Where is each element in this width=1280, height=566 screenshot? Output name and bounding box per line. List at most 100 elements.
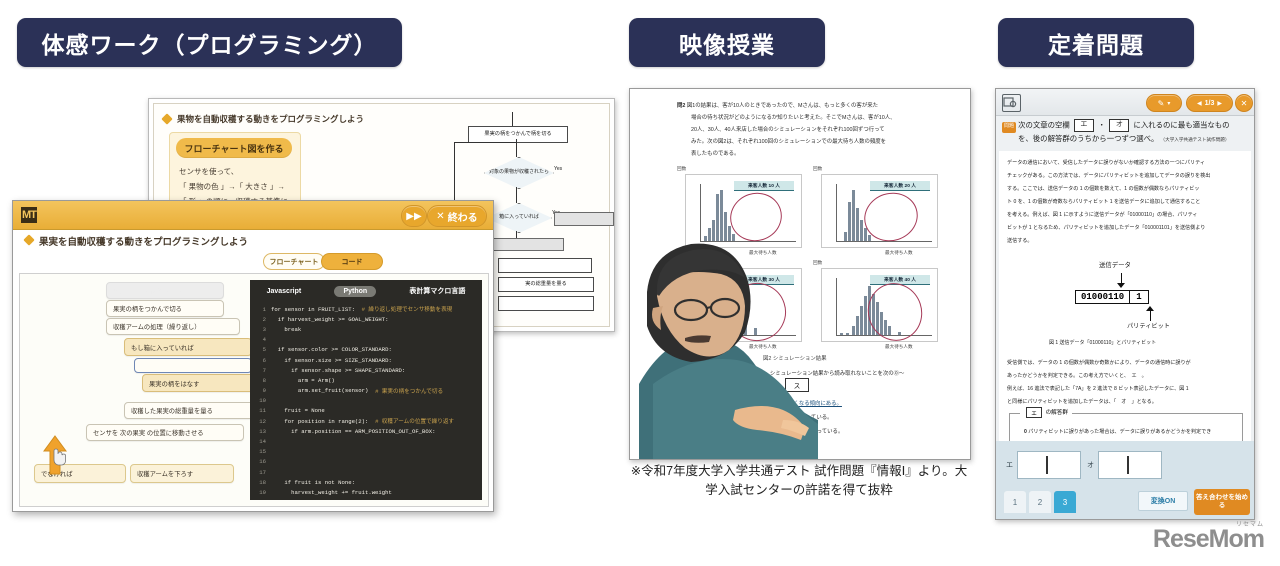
answer-field-e-input[interactable] <box>1017 451 1081 479</box>
video-lesson-panel[interactable]: 問2 図1の結果は、客が10人のときであったので、Mさんは、もっと多くの客が来た… <box>629 88 971 460</box>
answer-page-tab-1[interactable]: 1 <box>1004 491 1026 513</box>
code-line: 2 if harvest_weight >= GOAL_WEIGHT: <box>250 314 482 324</box>
chart-3: 来客人数 40 人 <box>821 268 938 348</box>
answer-page-tab-3[interactable]: 3 <box>1054 491 1076 513</box>
code-line: 11 fruit = None <box>250 406 482 416</box>
block-item[interactable]: 果実の柄をはなす <box>142 374 260 392</box>
answer-option-0-no: 0 <box>1024 429 1027 435</box>
drill-toolbar: ✎ ▾ ◀ 1/3 ▶ ✕ <box>996 89 1254 116</box>
close-icon: ✕ <box>436 210 445 222</box>
drill-question-line-1: を、後の解答群のうちから一つずつ選べ。 （大学入学共通テスト試作問題） <box>1002 133 1248 144</box>
next-page-icon[interactable]: ▶ <box>1217 100 1222 107</box>
code-line-text: fruit = None <box>271 407 325 415</box>
code-line-number: 19 <box>259 488 266 496</box>
code-line-text: harvest_weight += fruit.weight <box>271 488 392 496</box>
code-line-text: if arm.position == ARM_POSITION_OUT_OF_B… <box>271 427 436 435</box>
fast-forward-button[interactable]: ▶▶ <box>401 205 427 227</box>
chart-bar <box>884 320 887 336</box>
prev-page-icon[interactable]: ◀ <box>1197 100 1202 107</box>
lang-tab-javascript[interactable]: Javascript <box>266 287 302 295</box>
chart-1: 来客人数 20 人 <box>821 174 938 249</box>
code-line-number: 11 <box>259 407 266 415</box>
flow-connector <box>454 142 455 212</box>
code-line-number: 9 <box>262 387 266 395</box>
drill-question-text-3: を、後の解答群のうちから一つずつ選べ。 <box>1018 133 1159 143</box>
code-line-text: if sensor.color >= COLOR_STANDARD: <box>271 346 392 354</box>
chart-1-xlabel: 最大待ち人数 <box>885 250 913 255</box>
work-lesson-line-0: センサを使って、 <box>179 167 239 176</box>
pen-tool-button[interactable]: ✎ ▾ <box>1146 94 1182 112</box>
work-window-toolbar: MT ▶▶ ✕ 終わる <box>13 201 493 230</box>
drill-body-line-3: ト 0 を、1 の個数が奇数ならパリティビット 1 を送信データに追加して通信す… <box>1007 199 1201 205</box>
answer-option-0[interactable]: 0 パリティビットに誤りがあった場合は、データに誤りがあるかどうかを判定でき <box>1024 428 1211 436</box>
code-line-number: 17 <box>259 468 266 476</box>
drill-question-text-2: に入れるのに最も適当なもの <box>1133 120 1230 130</box>
chart-0-xlabel: 最大待ち人数 <box>749 250 777 255</box>
chart-bar <box>720 190 723 242</box>
work-app-window[interactable]: MT ▶▶ ✕ 終わる 果実を自動収穫する動きをプログラミングしよう フローチャ… <box>12 200 494 512</box>
work-app-logo: MT <box>21 207 37 223</box>
header-badge-video: 映像授業 <box>629 18 825 67</box>
video-question-number: 問2 <box>677 103 686 109</box>
chart-x-axis <box>700 241 796 242</box>
code-line-number: 6 <box>262 356 266 364</box>
close-button[interactable]: ✕ <box>1235 94 1253 112</box>
drill-body2-line-0: 受信側では、データの 1 の個数が偶数か奇数かにより、データの通信時に誤りが <box>1007 360 1191 366</box>
tab-code[interactable]: コード <box>321 253 383 270</box>
block-item[interactable]: 収穫した果実の総重量を量る <box>124 402 262 419</box>
answer-page-tab-2[interactable]: 2 <box>1029 491 1051 513</box>
block-item[interactable]: 果実の柄をつかんで切る <box>106 300 224 317</box>
flow-connector <box>516 231 517 238</box>
block-item[interactable]: 収穫アームを移動させる <box>106 282 224 299</box>
drill-question-sep: ・ <box>1097 120 1106 130</box>
code-line: 15 <box>250 447 482 457</box>
drill-body2-line-1: あったかどうかを判定できる。この考え方でいくと、 エ 。 <box>1007 373 1147 379</box>
chart-bar <box>852 190 855 242</box>
answer-field-o-input[interactable] <box>1098 451 1162 479</box>
code-line: 13 if arm.position == ARM_POSITION_OUT_O… <box>250 426 482 436</box>
drill-body-line-0: データの通信において、受信したデータに誤りがないか確認する方法の一つにパリティ <box>1007 160 1205 166</box>
diagram-arrow-head <box>1117 283 1125 288</box>
grade-button[interactable]: 答え合わせを始める <box>1194 489 1250 515</box>
answer-field-o[interactable]: オ <box>1087 451 1162 479</box>
code-line-number: 4 <box>262 336 266 344</box>
chart-bar <box>856 208 859 242</box>
tab-flowchart[interactable]: フローチャート <box>263 253 325 270</box>
work-window-title: 果実を自動収穫する動きをプログラミングしよう <box>39 237 249 248</box>
diagram-top-label: 送信データ <box>1099 262 1131 269</box>
chevron-down-icon: ▾ <box>1167 100 1171 107</box>
code-line: 18 if fruit is not None: <box>250 477 482 487</box>
drill-question-text-0: 次の文章の空欄 <box>1018 120 1070 130</box>
convert-toggle[interactable]: 変換ON <box>1138 491 1188 511</box>
block-item[interactable]: 収穫アームを下ろす <box>130 464 234 483</box>
header-badge-work-label: 体感ワーク（プログラミング） <box>41 31 378 58</box>
work-flowchart: 果実の柄をつかんで柄を切る 対象の果物が収穫されたら Yes 箱に入っていれば … <box>454 112 614 332</box>
header-badge-video-label: 映像授業 <box>679 31 775 58</box>
video-caption: ※令和7年度大学入学共通テスト 試作問題『情報Ⅰ』より。大学入試センターの許諾を… <box>629 462 969 501</box>
block-item[interactable]: 収穫アームの処理（繰り返し） <box>106 318 240 335</box>
drill-panel[interactable]: ✎ ▾ ◀ 1/3 ▶ ✕ 問題 次の文章の空欄 エ ・ オ に入れるのに最も適… <box>995 88 1255 520</box>
drill-body2-line-2: 例えば、16 進法で表記した「7A」を 2 進法で 8 ビット表記したデータに、… <box>1007 386 1189 392</box>
flow-connector <box>516 187 517 203</box>
code-line-number: 18 <box>259 478 266 486</box>
drill-body-line-4: を考える。例えば、図 1 に示すように送信データが「01000110」の場合、パ… <box>1007 212 1198 218</box>
code-line: 17 <box>250 467 482 477</box>
answer-field-e[interactable]: エ <box>1006 451 1081 479</box>
block-item[interactable]: もし箱に入っていれば <box>124 338 252 356</box>
lang-tab-spreadsheet-macro[interactable]: 表計算マクロ言語 <box>409 288 466 295</box>
diagram-arrow-line <box>1121 273 1122 285</box>
teacher-figure <box>633 234 818 459</box>
answer-group-suffix: の解答群 <box>1045 409 1068 416</box>
flow-node-3 <box>498 296 594 311</box>
end-button[interactable]: ✕ 終わる <box>427 205 487 227</box>
tab-flowchart-label: フローチャート <box>269 258 319 266</box>
block-item[interactable]: センサを 次の果実 の位置に移動させる <box>86 424 244 441</box>
capture-icon[interactable] <box>1002 94 1021 112</box>
chart-bar <box>880 312 883 336</box>
block-item[interactable] <box>134 358 252 373</box>
chart-2-legend: 来客人数 30 人 <box>734 275 794 285</box>
lang-tab-python[interactable]: Python <box>334 285 377 297</box>
page-nav[interactable]: ◀ 1/3 ▶ <box>1186 94 1233 112</box>
